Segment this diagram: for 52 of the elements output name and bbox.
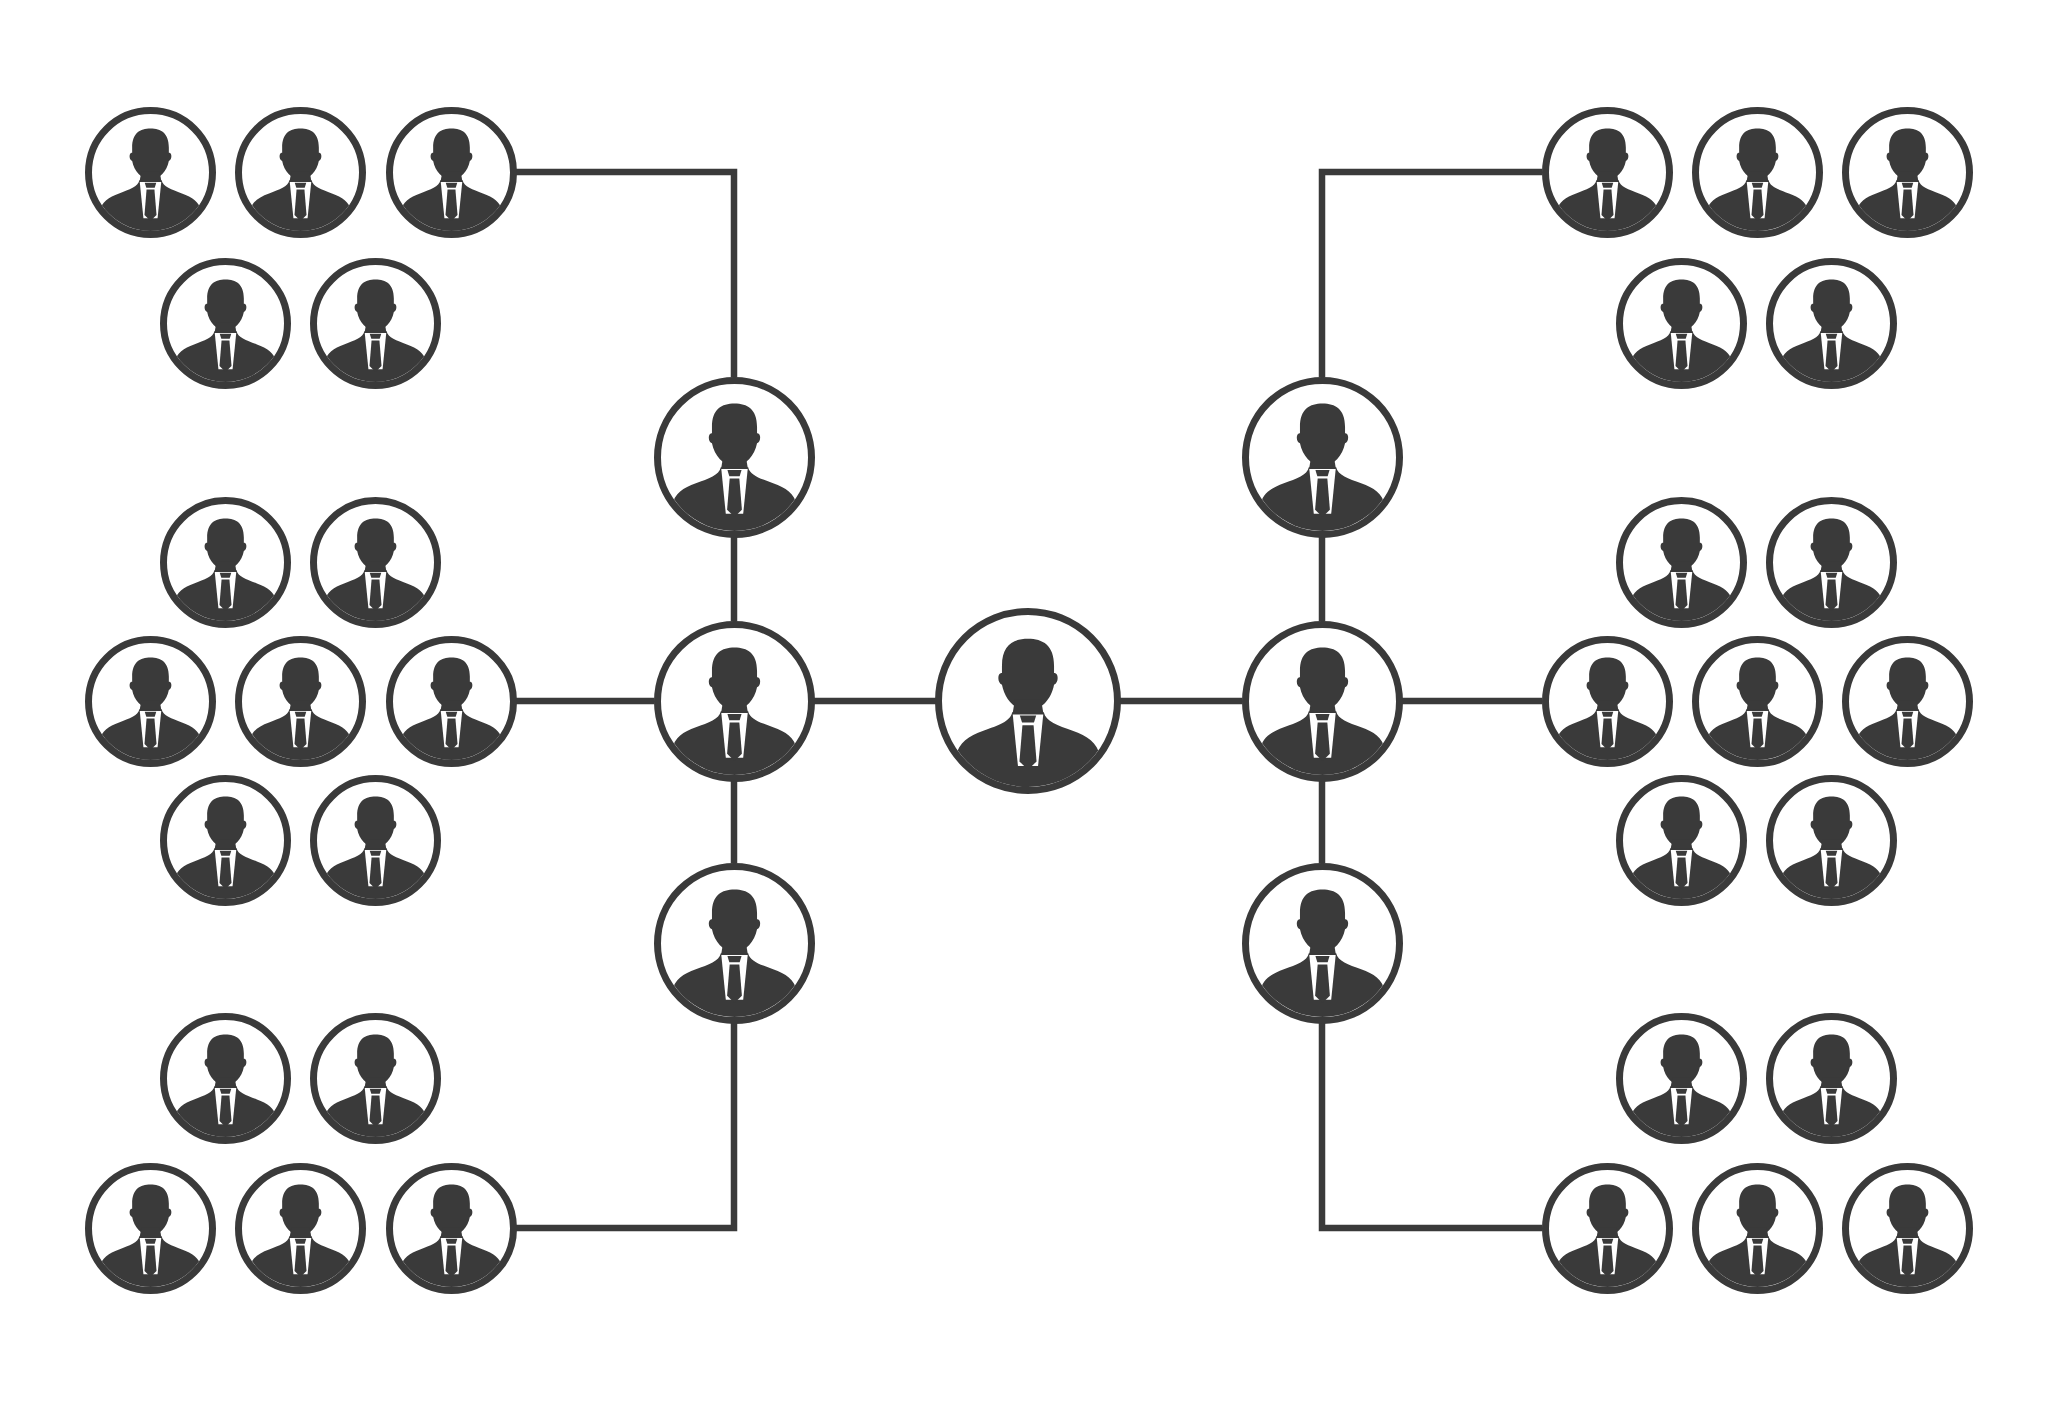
person-icon xyxy=(1691,106,1823,238)
person-icon xyxy=(234,106,366,238)
person-icon xyxy=(1615,774,1747,906)
person-icon xyxy=(1765,257,1897,389)
connector-line xyxy=(813,697,936,705)
person-icon xyxy=(159,1012,291,1144)
connector-line xyxy=(730,780,738,864)
person-icon xyxy=(234,1162,366,1294)
person-icon xyxy=(1541,1162,1673,1294)
connector-line xyxy=(1401,697,1543,705)
connector-line xyxy=(515,697,655,705)
connector-line xyxy=(730,536,738,622)
connector-line xyxy=(515,168,738,378)
person-icon xyxy=(1841,1162,1973,1294)
person-icon xyxy=(653,376,815,538)
person-icon xyxy=(84,635,216,767)
person-icon xyxy=(1765,496,1897,628)
person-icon xyxy=(159,496,291,628)
person-icon xyxy=(309,1012,441,1144)
person-icon xyxy=(653,620,815,782)
person-icon xyxy=(1615,1012,1747,1144)
person-icon xyxy=(385,106,517,238)
person-icon xyxy=(935,608,1121,794)
person-icon xyxy=(1615,496,1747,628)
person-icon xyxy=(1691,635,1823,767)
person-icon xyxy=(1541,106,1673,238)
person-icon xyxy=(1765,774,1897,906)
connector-line xyxy=(515,1022,738,1232)
connector-line xyxy=(1318,780,1326,864)
connector-line xyxy=(1318,536,1326,622)
connector-line xyxy=(1318,168,1543,378)
person-icon xyxy=(1615,257,1747,389)
person-icon xyxy=(1691,1162,1823,1294)
person-icon xyxy=(309,774,441,906)
person-icon xyxy=(1841,106,1973,238)
person-icon xyxy=(309,496,441,628)
person-icon xyxy=(385,635,517,767)
connector-line xyxy=(1318,1022,1543,1232)
person-icon xyxy=(84,1162,216,1294)
person-icon xyxy=(84,106,216,238)
person-icon xyxy=(1841,635,1973,767)
person-icon xyxy=(385,1162,517,1294)
person-icon xyxy=(159,257,291,389)
person-icon xyxy=(1541,635,1673,767)
person-icon xyxy=(159,774,291,906)
person-icon xyxy=(653,862,815,1024)
person-icon xyxy=(1241,620,1403,782)
person-icon xyxy=(1241,862,1403,1024)
person-icon xyxy=(1765,1012,1897,1144)
person-icon xyxy=(1241,376,1403,538)
person-icon xyxy=(234,635,366,767)
person-icon xyxy=(309,257,441,389)
